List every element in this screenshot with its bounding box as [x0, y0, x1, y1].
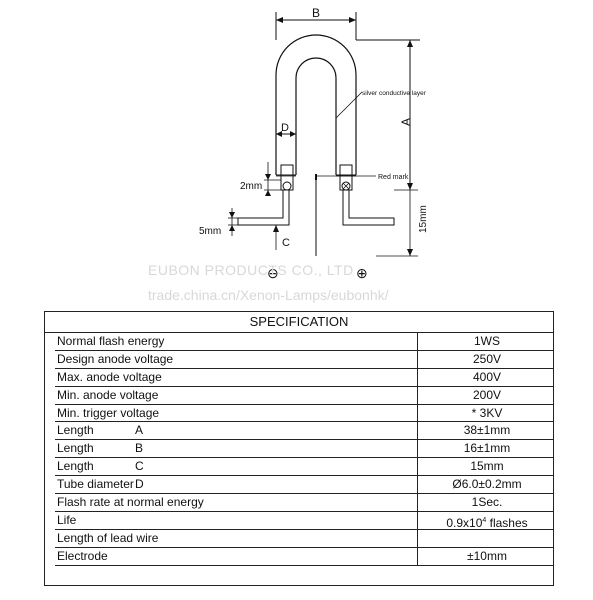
param-name: Length of lead wire	[57, 530, 159, 545]
param-sub: D	[135, 477, 144, 492]
table-row: Min. anode voltage 200V	[55, 386, 556, 405]
param-value: * 3KV	[417, 404, 556, 422]
anode-symbol: ⊕	[356, 265, 368, 281]
param-name: Length	[57, 459, 94, 474]
param-name: Length	[57, 423, 94, 438]
param-name: Tube diameter	[57, 477, 134, 492]
param-value: Ø6.0±0.2mm	[417, 476, 556, 494]
param-value: 0.9x104 flashes	[417, 511, 556, 530]
table-row: Length A 38±1mm	[55, 422, 556, 441]
param-name: Life	[57, 512, 77, 527]
param-value: 200V	[417, 386, 556, 404]
param-value: 400V	[417, 368, 556, 386]
table-row: Max. anode voltage 400V	[55, 368, 556, 387]
table-row: Life 0.9x104 flashes	[55, 511, 556, 530]
specification-table: SPECIFICATION Normal flash energy 1WS Des…	[44, 311, 554, 586]
param-value: 15mm	[417, 458, 556, 476]
param-name: Length	[57, 441, 94, 456]
param-name: Normal flash energy	[57, 334, 165, 348]
red-mark-label: Red mark	[378, 174, 409, 181]
cathode-symbol: ⊖	[267, 265, 279, 281]
table-row: Electrode ±10mm	[55, 547, 556, 566]
param-value: 1WS	[417, 333, 556, 350]
table-row: Min. trigger voltage * 3KV	[55, 404, 556, 423]
table-row: Design anode voltage 250V	[55, 350, 556, 369]
table-row: Length B 16±1mm	[55, 440, 556, 459]
param-value: 38±1mm	[417, 422, 556, 440]
param-value: ±10mm	[417, 547, 556, 565]
table-row: Length C 15mm	[55, 458, 556, 477]
param-sub: C	[135, 459, 144, 474]
param-name: Flash rate at normal energy	[57, 495, 204, 510]
flash-tube-drawing: B A silver conductive layer D 2mm Red ma…	[199, 6, 429, 281]
dim-d-label: D	[281, 122, 289, 134]
param-value	[417, 566, 555, 584]
table-row	[55, 566, 553, 584]
watermark-company: EUBON PRODUCTS CO., LTD	[148, 262, 354, 278]
life-value: 0.9x10	[446, 515, 483, 530]
param-sub: B	[135, 441, 144, 456]
spec-title: SPECIFICATION	[45, 312, 553, 333]
param-name: Design anode voltage	[57, 351, 174, 366]
dim-15mm-label: 15mm	[418, 205, 429, 233]
param-value: 16±1mm	[417, 440, 556, 458]
dim-c-label: C	[282, 237, 290, 249]
param-value	[417, 529, 556, 547]
dim-5mm-label: 5mm	[199, 226, 221, 237]
dim-2mm-label: 2mm	[240, 181, 262, 192]
dim-a-label: A	[399, 118, 413, 126]
silver-layer-label: silver conductive layer	[362, 90, 427, 97]
dim-b-label: B	[312, 6, 320, 20]
table-row: Normal flash energy 1WS	[55, 333, 553, 351]
param-name: Electrode	[57, 548, 108, 563]
table-row: Length of lead wire	[55, 529, 556, 548]
param-value: 250V	[417, 350, 556, 368]
life-unit: flashes	[489, 515, 528, 530]
life-exponent: 4	[482, 516, 487, 524]
param-value: 1Sec.	[417, 494, 556, 511]
param-sub: A	[135, 423, 144, 438]
spec-rows: Normal flash energy 1WS Design anode volt…	[45, 333, 553, 583]
table-row: Flash rate at normal energy 1Sec.	[55, 494, 553, 512]
watermark-url: trade.china.cn/Xenon-Lamps/eubonhk/	[148, 287, 389, 303]
param-name: Min. anode voltage	[57, 387, 159, 402]
param-name: Min. trigger voltage	[57, 405, 160, 420]
param-name: Max. anode voltage	[57, 369, 162, 384]
